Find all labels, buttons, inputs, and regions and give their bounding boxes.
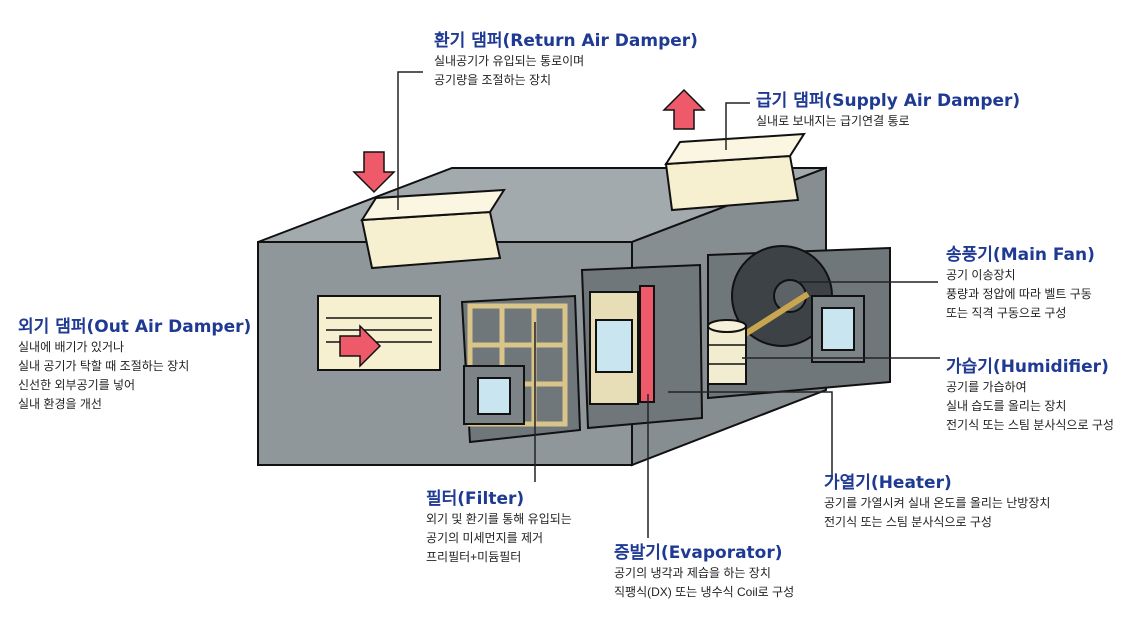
heater-plate (639, 285, 655, 403)
callout-evaporator: 증발기(Evaporator) 공기의 냉각과 제습을 하는 장치 직팽식(DX… (614, 542, 794, 602)
humidifier-drum (707, 319, 747, 385)
heater-line-1: 공기를 가열시켜 실내 온도를 올리는 난방장치 (824, 496, 1051, 510)
callout-return-air-damper: 환기 댐퍼(Return Air Damper) 실내공기가 유입되는 통로이며… (434, 30, 698, 90)
evaporator-line-1: 공기의 냉각과 제습을 하는 장치 (614, 566, 771, 580)
return-air-damper-line-2: 공기량을 조절하는 장치 (434, 73, 552, 87)
leader-lines (397, 71, 940, 538)
filter-line-1: 외기 및 환기를 통해 유입되는 (426, 512, 572, 526)
humidifier-line-2: 실내 습도를 올리는 장치 (946, 399, 1067, 413)
callout-supply-air-damper: 급기 댐퍼(Supply Air Damper) 실내로 보내지는 급기연결 통… (756, 90, 1020, 131)
main-fan-line-2: 풍량과 정압에 따라 벨트 구동 (946, 287, 1092, 301)
callout-filter: 필터(Filter) 외기 및 환기를 통해 유입되는 공기의 미세먼지를 제거… (426, 488, 572, 567)
out-air-damper-line-4: 실내 환경을 개선 (18, 397, 102, 411)
out-air-damper-line-1: 실내에 배기가 있거나 (18, 340, 125, 354)
callout-heater: 가열기(Heater) 공기를 가열시켜 실내 온도를 올리는 난방장치 전기식… (824, 472, 1050, 532)
main-fan-line-3: 또는 직격 구동으로 구성 (946, 306, 1067, 320)
humidifier-title: 가습기(Humidifier) (946, 357, 1109, 377)
main-fan-title: 송풍기(Main Fan) (946, 245, 1095, 265)
fan-belt (740, 291, 810, 339)
out-air-damper-line-3: 신선한 외부공기를 넣어 (18, 378, 136, 392)
humidifier-line-1: 공기를 가습하여 (946, 380, 1027, 394)
return-air-damper-line-1: 실내공기가 유입되는 통로이며 (434, 54, 585, 68)
return-air-damper-title: 환기 댐퍼(Return Air Damper) (434, 31, 698, 51)
evaporator-line-2: 직팽식(DX) 또는 냉수식 Coil로 구성 (614, 585, 795, 599)
out-air-damper-line-2: 실내 공기가 탁할 때 조절하는 장치 (18, 359, 190, 373)
callout-main-fan: 송풍기(Main Fan) 공기 이송장치 풍량과 정압에 따라 벨트 구동 또… (946, 244, 1095, 323)
filter-line-3: 프리필터+미듐필터 (426, 550, 522, 564)
out-air-damper-title: 외기 댐퍼(Out Air Damper) (18, 317, 252, 337)
callout-humidifier: 가습기(Humidifier) 공기를 가습하여 실내 습도를 올리는 장치 전… (946, 356, 1114, 435)
main-fan-line-1: 공기 이송장치 (946, 268, 1016, 282)
heater-line-2: 전기식 또는 스팀 분사식으로 구성 (824, 515, 992, 529)
coil-panel (595, 319, 633, 373)
return-inflow-arrow (352, 151, 396, 194)
out-air-damper (317, 295, 441, 371)
evaporator-title: 증발기(Evaporator) (614, 543, 783, 563)
callout-out-air-damper: 외기 댐퍼(Out Air Damper) 실내에 배기가 있거나 실내 공기가… (18, 316, 251, 414)
return-air-damper (360, 188, 506, 270)
filter-title: 필터(Filter) (426, 489, 525, 509)
filter-line-2: 공기의 미세먼지를 제거 (426, 531, 544, 545)
out-air-inflow-arrow (339, 324, 382, 368)
filter-panel-box (463, 365, 525, 425)
humidifier-line-3: 전기식 또는 스팀 분사식으로 구성 (946, 418, 1114, 432)
supply-air-damper-line-1: 실내로 보내지는 급기연결 통로 (756, 114, 910, 128)
supply-air-damper (664, 132, 806, 212)
supply-outflow-arrow (662, 88, 706, 130)
supply-air-damper-title: 급기 댐퍼(Supply Air Damper) (756, 91, 1021, 111)
heater-title: 가열기(Heater) (824, 473, 952, 493)
